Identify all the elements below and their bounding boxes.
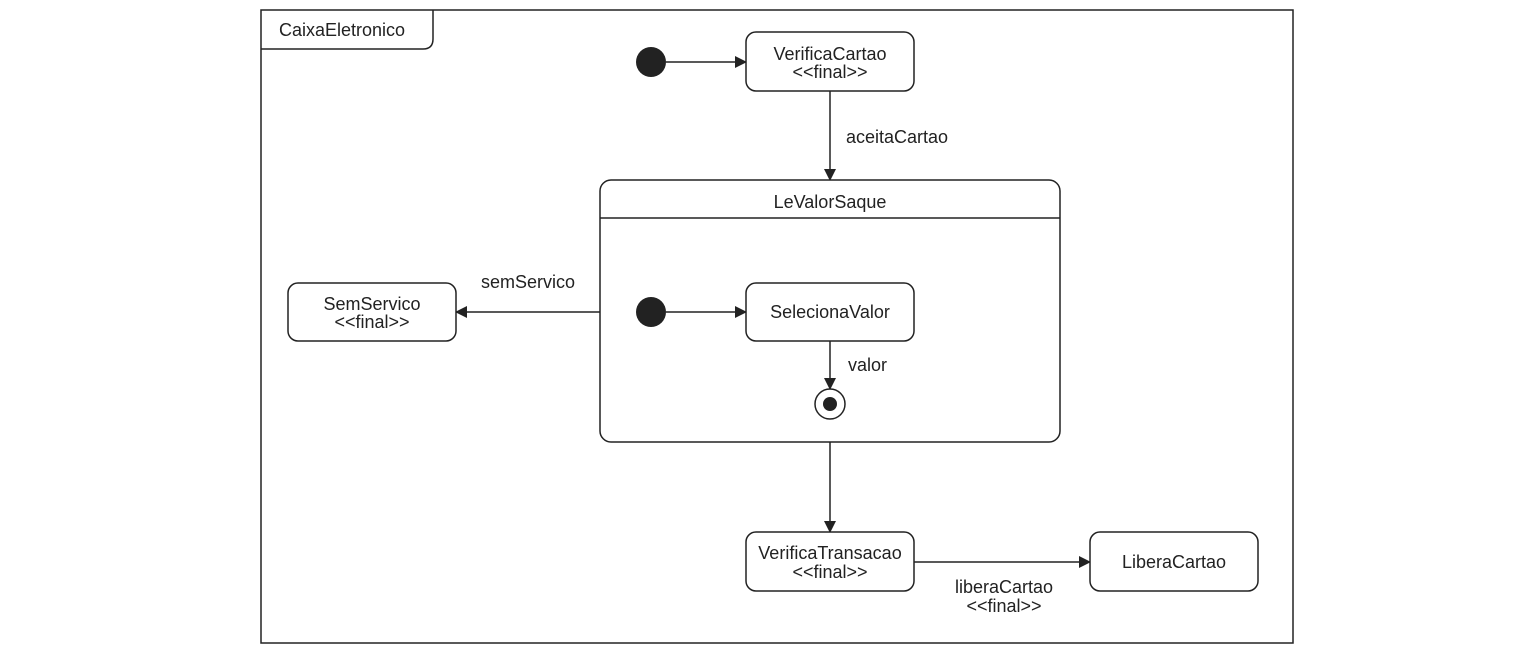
state-verifica-transacao[interactable]: VerificaTransacao <<final>>	[745, 531, 915, 592]
state-verifica-cartao-name: VerificaCartao	[773, 44, 886, 64]
initial-state-top	[636, 47, 666, 77]
frame-border	[260, 9, 1294, 644]
final-state-inner-dot	[823, 397, 837, 411]
state-verifica-transacao-stereotype: <<final>>	[792, 562, 867, 582]
state-sem-servico-name: SemServico	[323, 294, 420, 314]
state-verifica-cartao-stereotype: <<final>>	[792, 62, 867, 82]
transition-libera-cartao-stereotype: <<final>>	[966, 596, 1041, 616]
transition-libera-cartao-label: liberaCartao	[955, 577, 1053, 597]
frame-label-tab	[261, 10, 434, 50]
state-seleciona-valor[interactable]: SelecionaValor	[745, 282, 915, 342]
state-sem-servico-stereotype: <<final>>	[334, 312, 409, 332]
state-le-valor-saque-name: LeValorSaque	[774, 192, 887, 212]
transition-sem-servico-label: semServico	[481, 272, 575, 292]
state-sem-servico[interactable]: SemServico <<final>>	[287, 282, 457, 342]
state-verifica-transacao-name: VerificaTransacao	[758, 543, 901, 563]
state-seleciona-valor-name: SelecionaValor	[770, 302, 890, 322]
final-state-inner	[814, 388, 846, 420]
state-libera-cartao-box	[1089, 531, 1259, 592]
state-sem-servico-box	[287, 282, 457, 342]
frame-title: CaixaEletronico	[279, 20, 405, 40]
state-libera-cartao-name: LiberaCartao	[1122, 552, 1226, 572]
transition-aceita-cartao-label: aceitaCartao	[846, 127, 948, 147]
state-verifica-cartao[interactable]: VerificaCartao <<final>>	[745, 31, 915, 92]
transition-valor-label: valor	[848, 355, 887, 375]
initial-state-inner	[636, 297, 666, 327]
state-libera-cartao[interactable]: LiberaCartao	[1089, 531, 1259, 592]
